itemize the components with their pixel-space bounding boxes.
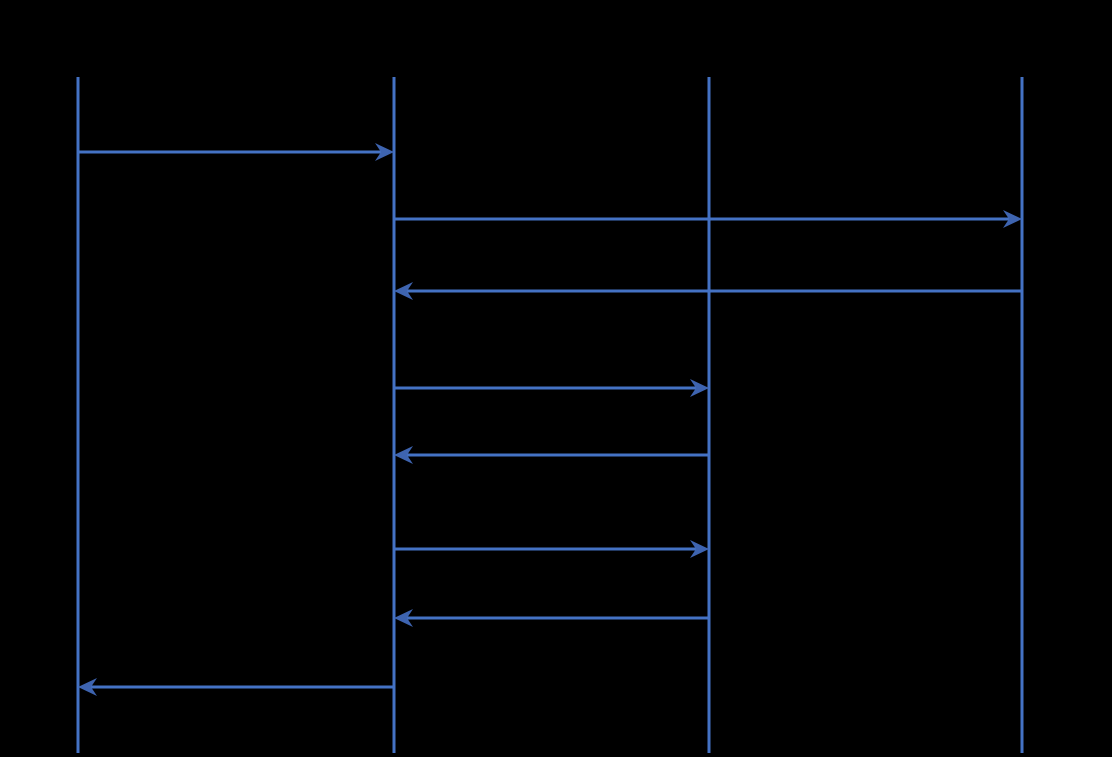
message-arrow-4-arrowhead-icon bbox=[690, 379, 709, 397]
message-arrow-5-arrowhead-icon bbox=[394, 446, 413, 464]
message-arrow-8 bbox=[78, 678, 394, 696]
message-arrow-6 bbox=[394, 540, 709, 558]
message-arrow-7-arrowhead-icon bbox=[394, 609, 413, 627]
message-arrow-2-arrowhead-icon bbox=[1003, 210, 1022, 228]
message-arrow-7 bbox=[394, 609, 709, 627]
message-arrow-3-arrowhead-icon bbox=[394, 282, 413, 300]
message-arrow-1-arrowhead-icon bbox=[375, 143, 394, 161]
message-arrow-1 bbox=[78, 143, 394, 161]
message-arrow-6-arrowhead-icon bbox=[690, 540, 709, 558]
message-arrow-4 bbox=[394, 379, 709, 397]
message-arrow-8-arrowhead-icon bbox=[78, 678, 97, 696]
message-arrow-2 bbox=[394, 210, 1022, 228]
message-arrow-3 bbox=[394, 282, 1022, 300]
message-arrow-5 bbox=[394, 446, 709, 464]
